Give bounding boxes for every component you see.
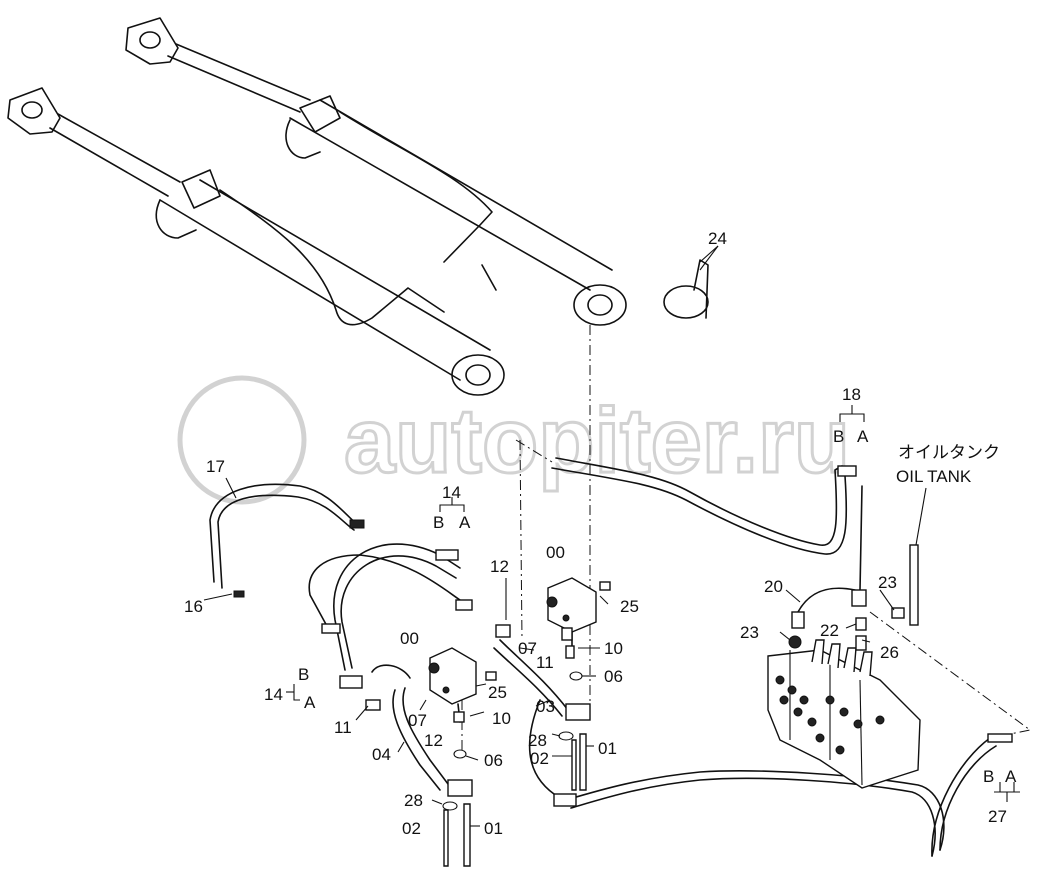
label-28-top: 28 — [528, 731, 547, 750]
label-17: 17 — [206, 457, 225, 476]
label-11-top: 11 — [536, 653, 554, 672]
valve-block-lower — [428, 647, 477, 723]
hose-lines — [209, 457, 997, 857]
label-00-top: 00 — [546, 543, 565, 562]
label-14-top-port-b: B — [433, 513, 444, 532]
label-26: 26 — [880, 643, 899, 662]
label-27: 27 — [988, 807, 1007, 826]
label-14-top: 14 — [442, 483, 461, 502]
label-22: 22 — [820, 621, 839, 640]
label-23-right: 23 — [878, 573, 897, 592]
label-00-bottom: 00 — [400, 629, 419, 648]
fittings — [233, 465, 1013, 867]
label-14-port-a: A — [304, 693, 316, 712]
label-25-top: 25 — [620, 597, 639, 616]
label-06-top: 06 — [604, 667, 623, 686]
label-12-bottom: 12 — [424, 731, 443, 750]
label-14-top-port-a: A — [459, 513, 471, 532]
hose-clamp-part-24 — [663, 245, 719, 319]
label-14-port-b: B — [298, 665, 309, 684]
control-valve-assembly — [767, 639, 921, 789]
label-01-bottom: 01 — [484, 819, 503, 838]
steel-tubes — [371, 639, 569, 791]
label-11-bottom: 11 — [334, 718, 352, 737]
label-18-port-a: A — [857, 427, 869, 446]
boom-cylinder-lower — [7, 87, 505, 396]
watermark-text: autopiter.ru — [344, 390, 850, 492]
label-01-top: 01 — [598, 739, 617, 758]
label-27-port-a: A — [1005, 767, 1017, 786]
label-oil-tank-jp: オイルタンク — [898, 443, 1000, 462]
label-10-top: 10 — [604, 639, 623, 658]
label-03: 03 — [536, 697, 555, 716]
label-06-bottom: 06 — [484, 751, 503, 770]
label-02-bottom: 02 — [402, 819, 421, 838]
label-12-top: 12 — [490, 557, 509, 576]
label-18-port-b: B — [833, 427, 844, 446]
label-14-bottom: 14 — [264, 685, 283, 704]
label-27-port-b: B — [983, 767, 994, 786]
label-18: 18 — [842, 385, 861, 404]
label-16: 16 — [184, 597, 203, 616]
label-28-bottom: 28 — [404, 791, 423, 810]
label-07-bottom: 07 — [408, 711, 427, 730]
boom-cylinder-upper — [125, 17, 627, 326]
label-oil-tank-en: OIL TANK — [896, 467, 972, 486]
label-25-bottom: 25 — [488, 683, 507, 702]
valve-block-upper — [546, 577, 597, 651]
watermark: autopiter.ru — [177, 375, 852, 505]
label-04: 04 — [372, 745, 391, 764]
label-10-bottom: 10 — [492, 709, 511, 728]
label-02-top: 02 — [530, 749, 549, 768]
reference-lines — [461, 325, 1031, 750]
label-20: 20 — [764, 577, 783, 596]
label-24: 24 — [708, 229, 727, 248]
label-23-left: 23 — [740, 623, 759, 642]
leader-lines — [203, 245, 1020, 827]
label-07-top: 07 — [518, 639, 537, 658]
part-labels: 17 16 14 B A 12 00 25 07 10 11 06 00 B 1… — [184, 229, 1017, 838]
